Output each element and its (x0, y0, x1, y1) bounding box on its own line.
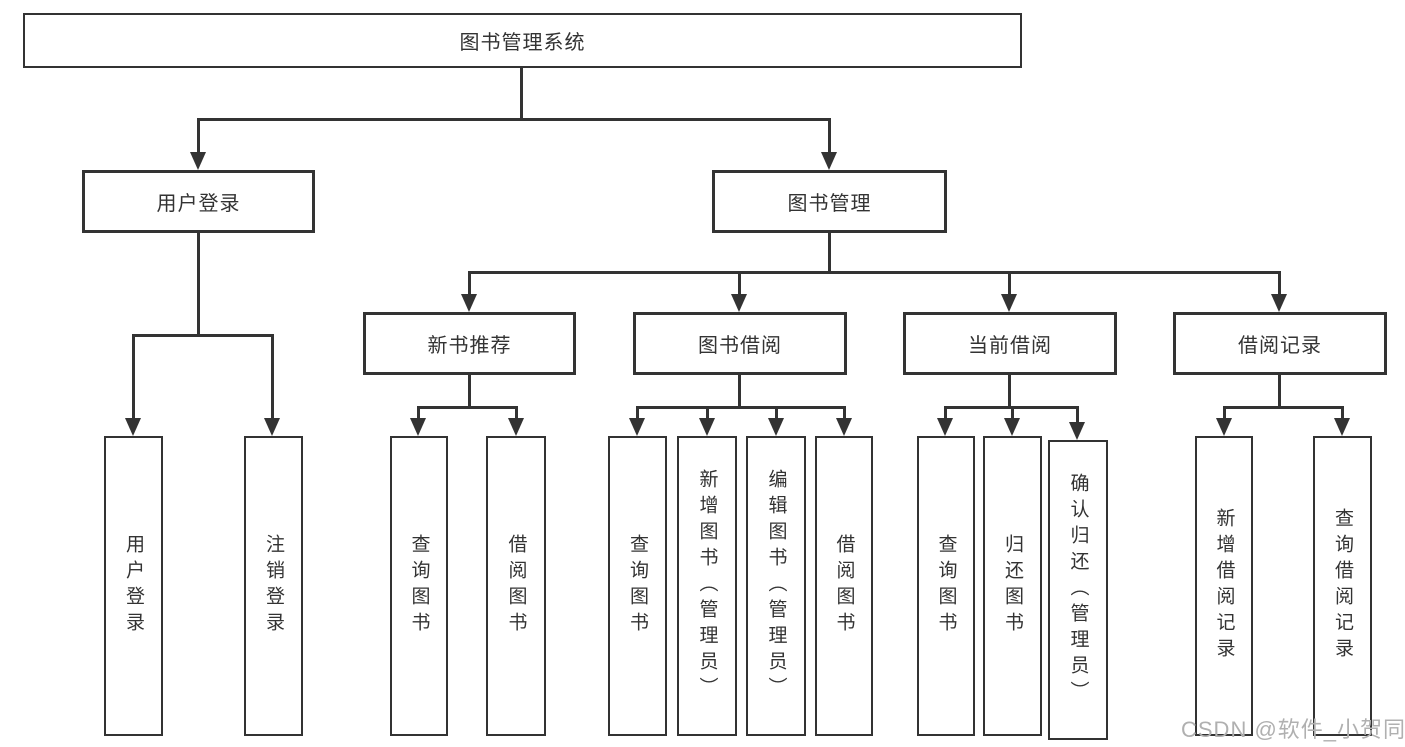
connector-line (197, 118, 200, 154)
arrow-down-icon (1001, 294, 1017, 312)
connector-line (197, 118, 831, 121)
connector-line (132, 334, 135, 420)
connector-line (515, 406, 518, 420)
connector-line (468, 271, 1281, 274)
connector-line (1223, 406, 1343, 409)
connector-line (636, 406, 845, 409)
node-query-books-borrowing: 查询图书 (608, 436, 667, 736)
node-label: 查询图书 (627, 534, 648, 638)
arrow-down-icon (1334, 418, 1350, 436)
connector-line (1223, 406, 1226, 420)
node-book-borrowing: 图书借阅 (633, 312, 847, 375)
node-label: 归还图书 (1002, 534, 1023, 638)
node-label: 图书借阅 (698, 335, 782, 357)
node-label: 确认归还（管理员） (1067, 473, 1089, 707)
node-label: 图书管理 (787, 193, 872, 215)
node-label: 新增借阅记录 (1213, 508, 1235, 664)
node-label: 借阅图书 (833, 534, 855, 638)
node-return-books: 归还图书 (983, 436, 1042, 736)
node-label: 借阅记录 (1238, 335, 1322, 357)
connector-line (1008, 271, 1011, 296)
node-label: 编辑图书（管理员） (765, 469, 787, 703)
connector-line (468, 375, 471, 409)
node-borrow-records: 借阅记录 (1173, 312, 1387, 375)
node-current-borrowing: 当前借阅 (903, 312, 1117, 375)
node-library-management-system: 图书管理系统 (23, 13, 1022, 68)
arrow-down-icon (508, 418, 524, 436)
node-logout: 注销登录 (244, 436, 303, 736)
connector-line (417, 406, 420, 420)
node-label: 图书管理系统 (459, 32, 586, 54)
connector-line (706, 406, 709, 420)
node-borrow-books-recommend: 借阅图书 (486, 436, 546, 736)
connector-line (775, 406, 778, 420)
node-label: 用户登录 (123, 534, 144, 638)
connector-line (738, 375, 741, 409)
connector-line (1076, 406, 1079, 424)
node-book-management: 图书管理 (712, 170, 947, 233)
arrow-down-icon (1069, 422, 1085, 440)
arrow-down-icon (1004, 418, 1020, 436)
connector-line (738, 271, 741, 296)
node-label: 借阅图书 (505, 534, 527, 638)
arrow-down-icon (125, 418, 141, 436)
connector-line (197, 233, 200, 337)
node-label: 查询借阅记录 (1332, 508, 1353, 664)
arrow-down-icon (821, 152, 837, 170)
arrow-down-icon (699, 418, 715, 436)
connector-line (843, 406, 846, 420)
node-new-book-recommend: 新书推荐 (363, 312, 576, 375)
arrow-down-icon (768, 418, 784, 436)
node-label: 查询图书 (408, 534, 430, 638)
node-label: 用户登录 (156, 193, 241, 215)
arrow-down-icon (1216, 418, 1232, 436)
csdn-watermark: CSDN @软件_小贺同学 (1181, 717, 1405, 742)
connector-line (520, 68, 523, 120)
arrow-down-icon (461, 294, 477, 312)
node-user-login-leaf: 用户登录 (104, 436, 163, 736)
connector-line (1341, 406, 1344, 420)
node-query-borrow-record: 查询借阅记录 (1313, 436, 1372, 736)
node-borrow-books-leaf: 借阅图书 (815, 436, 873, 736)
node-query-books-recommend: 查询图书 (390, 436, 448, 736)
arrow-down-icon (629, 418, 645, 436)
arrow-down-icon (410, 418, 426, 436)
node-label: 查询图书 (935, 534, 957, 638)
connector-line (828, 233, 831, 274)
node-label: 注销登录 (263, 534, 284, 638)
connector-line (636, 406, 639, 420)
arrow-down-icon (264, 418, 280, 436)
node-edit-book-admin: 编辑图书（管理员） (746, 436, 806, 736)
connector-line (1008, 375, 1011, 409)
node-add-book-admin: 新增图书（管理员） (677, 436, 737, 736)
connector-line (1278, 271, 1281, 296)
node-label: 新增图书（管理员） (696, 469, 718, 703)
node-query-books-current: 查询图书 (917, 436, 975, 736)
arrow-down-icon (1271, 294, 1287, 312)
node-label: 当前借阅 (968, 335, 1052, 357)
arrow-down-icon (937, 418, 953, 436)
node-confirm-return-admin: 确认归还（管理员） (1048, 440, 1108, 740)
connector-line (828, 118, 831, 154)
connector-line (1278, 375, 1281, 409)
arrow-down-icon (731, 294, 747, 312)
connector-line (468, 271, 471, 296)
node-user-login: 用户登录 (82, 170, 315, 233)
node-label: 新书推荐 (427, 335, 512, 357)
connector-line (271, 334, 274, 420)
node-add-borrow-record: 新增借阅记录 (1195, 436, 1253, 736)
connector-line (1011, 406, 1014, 420)
arrow-down-icon (836, 418, 852, 436)
connector-line (944, 406, 947, 420)
arrow-down-icon (190, 152, 206, 170)
connector-line (132, 334, 274, 337)
connector-line (417, 406, 518, 409)
